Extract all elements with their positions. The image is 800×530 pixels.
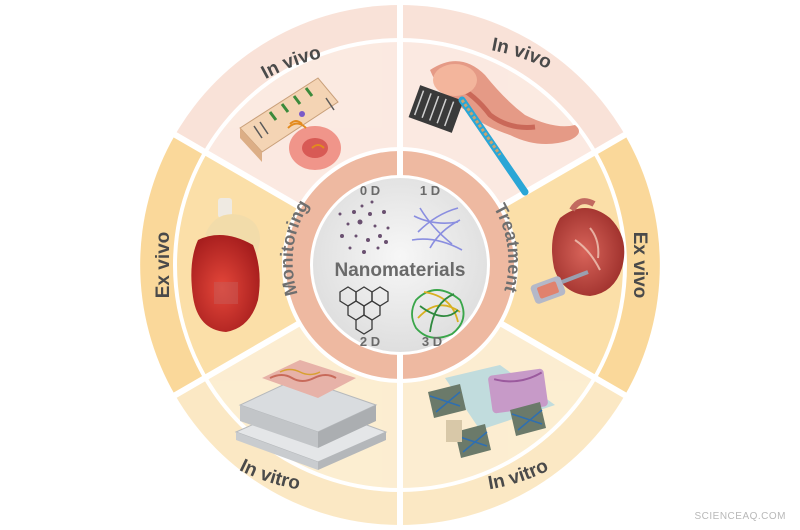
one-d-icon: [411, 207, 463, 251]
dim-label-1d: 1 D: [420, 183, 440, 198]
dim-label-0d: 0 D: [360, 183, 380, 198]
watermark: SCIENCEAQ.COM: [694, 511, 786, 522]
in-vivo-monitoring-illustration: [239, 77, 341, 170]
in-vitro-monitoring-illustration: [234, 360, 388, 470]
in-vivo-treatment-illustration: [408, 61, 579, 196]
center-title: Nanomaterials: [335, 260, 466, 281]
two-d-icon: [339, 286, 389, 335]
center-disc: [313, 178, 487, 352]
dim-label-2d: 2 D: [360, 334, 380, 349]
ex-vivo-treatment-illustration: [530, 198, 625, 304]
dim-label-3d: 3 D: [422, 334, 442, 349]
ex-vivo-monitoring-illustration: [191, 198, 260, 332]
label-ex-vivo-treatment: Ex vivo: [629, 232, 650, 299]
label-ex-vivo-monitoring: Ex vivo: [153, 232, 174, 299]
zero-d-icon: [338, 200, 390, 254]
three-d-icon: [411, 289, 465, 339]
in-vitro-treatment-illustration: [428, 365, 555, 458]
